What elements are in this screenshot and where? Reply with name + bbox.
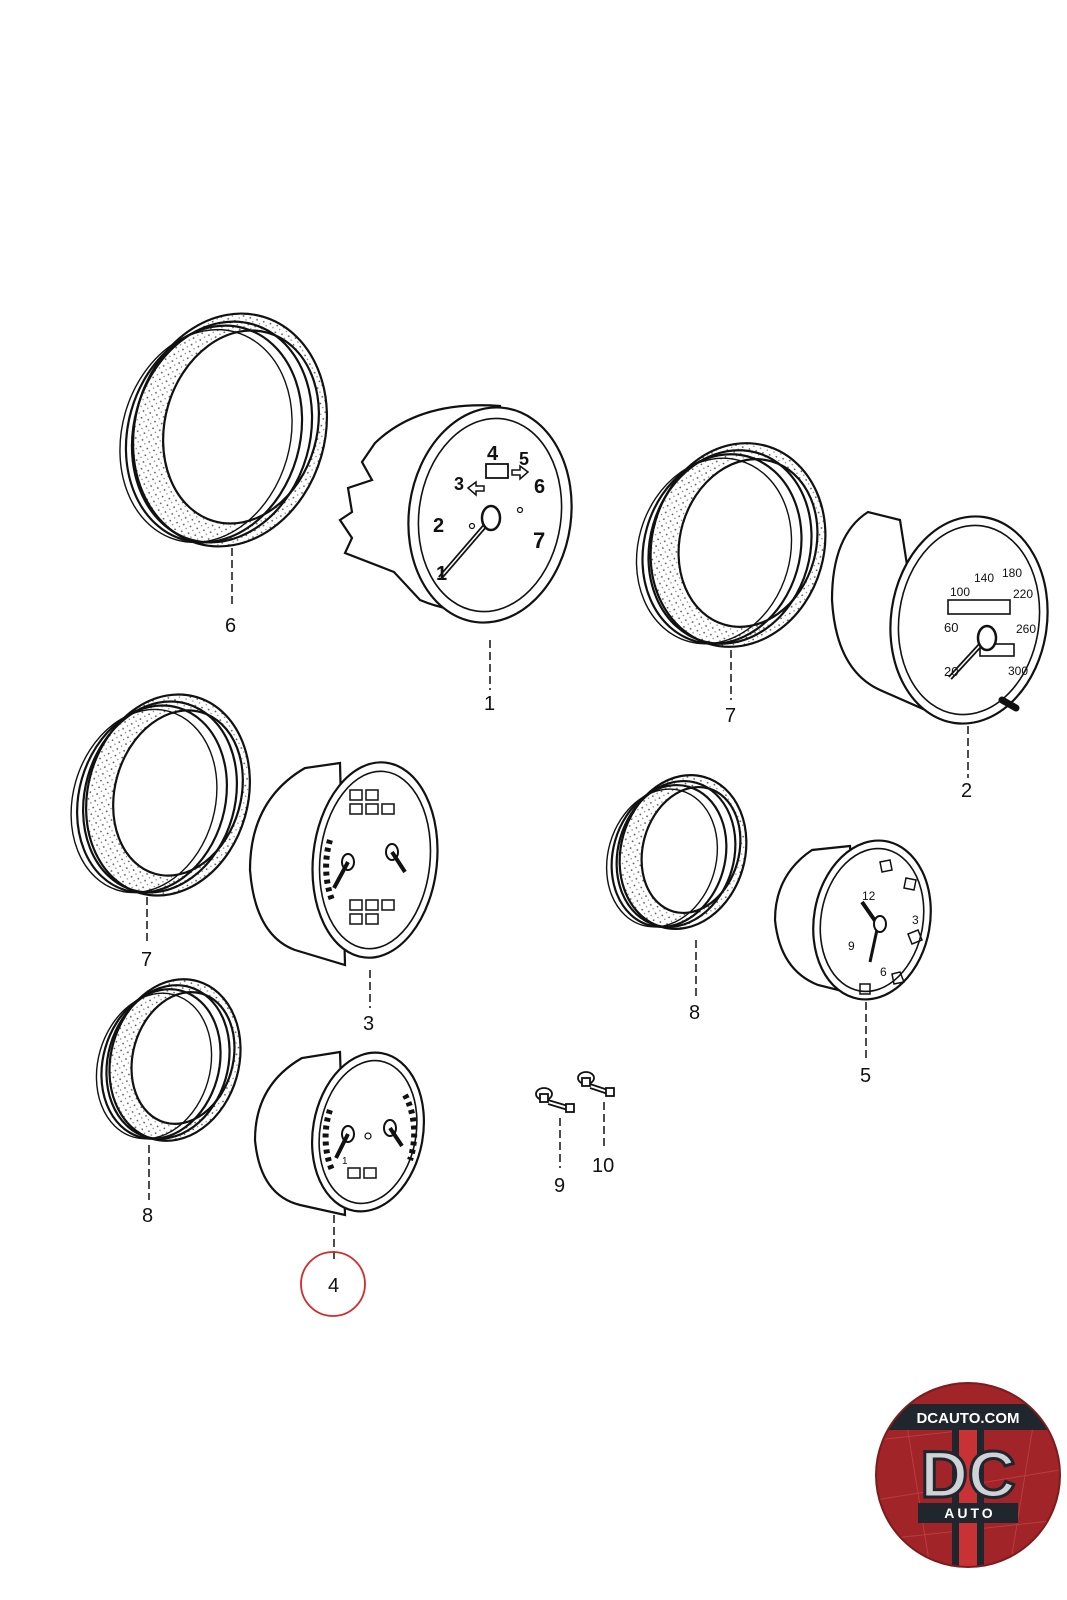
clock-number-12: 12 (862, 889, 876, 903)
tach-number-1: 1 (436, 563, 447, 585)
speedo-number-100: 100 (950, 585, 970, 599)
bezel-ring-part-8-right (605, 773, 748, 931)
speedo-number-140: 140 (974, 571, 994, 585)
speedo-number-60: 60 (944, 620, 958, 635)
sender-part-10 (577, 1071, 615, 1097)
speedo-number-20: 20 (944, 664, 958, 679)
callout-8-right: 8 (689, 1002, 700, 1024)
callout-4: 4 (328, 1275, 339, 1297)
tach-number-4: 4 (487, 443, 499, 465)
logo-auto-text: AUTO (944, 1505, 995, 1521)
callout-6: 6 (225, 615, 236, 637)
callout-7-upper: 7 (725, 705, 736, 727)
tachometer-part-1 (338, 404, 573, 624)
tach-number-6: 6 (534, 476, 545, 498)
dcauto-logo: DCAUTO.COM DC AUTO (875, 1382, 1061, 1568)
logo-site-text: DCAUTO.COM (916, 1410, 1019, 1427)
callout-9: 9 (554, 1175, 565, 1197)
callout-3: 3 (363, 1013, 374, 1035)
sender-part-9 (535, 1087, 575, 1113)
highlight-circle (300, 1251, 366, 1317)
callout-2: 2 (961, 780, 972, 802)
bezel-ring-part-7-upper (635, 442, 827, 648)
callout-5: 5 (860, 1065, 871, 1087)
clock-number-9: 9 (848, 939, 855, 953)
combination-gauge-part-3 (248, 761, 439, 967)
speedo-number-260: 260 (1016, 622, 1036, 636)
speedo-number-180: 180 (1002, 566, 1022, 580)
leader-lines (146, 548, 969, 1262)
callout-10: 10 (592, 1155, 614, 1177)
tach-number-5: 5 (519, 449, 529, 469)
tach-number-2: 2 (433, 515, 444, 537)
clock-part-5 (773, 839, 932, 1001)
callout-7-lower: 7 (141, 949, 152, 971)
speedo-number-220: 220 (1013, 587, 1033, 601)
bezel-ring-part-8-left (95, 978, 242, 1142)
clock-number-6: 6 (880, 965, 887, 979)
dual-gauge-part-4 (253, 1050, 426, 1217)
callout-8-left: 8 (142, 1205, 153, 1227)
bezel-ring-part-6 (119, 312, 329, 548)
callout-1: 1 (484, 693, 495, 715)
speedo-number-300: 300 (1008, 664, 1028, 678)
tach-number-7: 7 (533, 528, 545, 553)
tach-number-3: 3 (454, 474, 464, 494)
gauge4-mark: 1 (342, 1156, 348, 1167)
speedometer-part-2 (830, 510, 1049, 725)
logo-dc-letters: DC (920, 1437, 1015, 1511)
bezel-ring-part-7-lower (70, 693, 251, 897)
clock-number-3: 3 (912, 913, 919, 927)
